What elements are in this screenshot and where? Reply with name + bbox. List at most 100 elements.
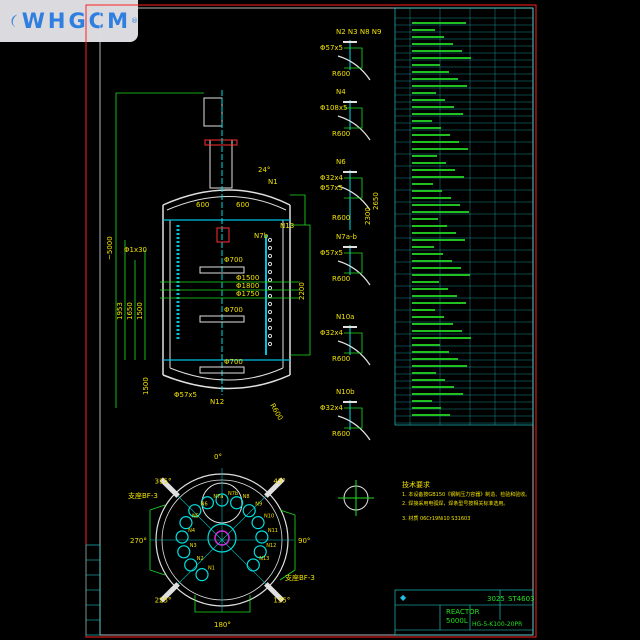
nozzle-label: N9 [255, 502, 262, 508]
dim-label: ~5000 [106, 236, 114, 260]
coil-dot [267, 341, 273, 347]
table-cell-text [412, 204, 460, 206]
detail-pipe2: Φ57x5 [320, 184, 343, 192]
dim-label: 1650 [126, 302, 134, 320]
note-line: 3. 材质 06Cr19Ni10 S31603 [402, 515, 470, 522]
table-cell-text [412, 176, 464, 178]
nozzle-label: N8 [243, 494, 250, 500]
table-cell-text [412, 57, 471, 59]
lug-label: 支座BF-3 [285, 573, 315, 582]
table-cell-text [412, 113, 463, 115]
dim-label: 1500 [142, 377, 150, 395]
dim-label: Φ1500 [236, 274, 259, 282]
drawing-spec: 5000L [446, 617, 468, 625]
coil-dot [267, 269, 273, 275]
table-cell-text [412, 330, 462, 332]
nozzle-label: N3 [190, 543, 197, 549]
dim-label: 600 [196, 201, 209, 209]
table-cell-text [412, 190, 442, 192]
table-cell-text [412, 260, 452, 262]
dim-label: N7b [254, 232, 269, 240]
nozzle-label: N4 [188, 528, 195, 534]
angle-label: 45° [273, 478, 285, 486]
table-cell-text [412, 211, 469, 213]
angle-label: 90° [298, 537, 310, 545]
coil-dot [267, 245, 273, 251]
table-cell-text [412, 309, 435, 311]
brand-name: WHGCM [21, 9, 131, 33]
dim-label: 1500 [136, 302, 144, 320]
nozzle-circle [200, 496, 214, 510]
title-number-a: 3025 [487, 595, 505, 603]
angle-label: 225° [155, 596, 172, 604]
note-line: 2. 焊接采用电弧焊，焊条型号按相关标准选用。 [402, 500, 508, 507]
detail-radius: R600 [332, 214, 350, 222]
table-cell-text [412, 232, 456, 234]
registered-mark: ® [131, 17, 138, 25]
detail-title: N7a-b [336, 233, 358, 241]
title-number-b: ST4603 [508, 595, 535, 603]
table-cell-text [412, 141, 459, 143]
coil-dot [267, 237, 273, 243]
nozzle-details: N2 N3 N8 N9Φ57x5R600N4Φ108x5R600N6Φ32x4R… [320, 28, 381, 441]
coil-dot [267, 253, 273, 259]
table-cell-text [412, 246, 434, 248]
dim-label: Φ1x30 [124, 246, 147, 254]
table-cell-text [412, 351, 449, 353]
dim-label: Φ700 [224, 306, 243, 314]
nozzle-circle [246, 558, 260, 572]
table-cell-text [412, 92, 436, 94]
detail-pipe: Φ108x5 [320, 104, 347, 112]
nozzle-label: N6 [201, 502, 208, 508]
plan-view [149, 468, 296, 613]
detail-radius: R600 [332, 130, 350, 138]
outer-frame [85, 4, 537, 638]
angle-label: 315° [155, 478, 172, 486]
table-cell-text [412, 134, 450, 136]
parts-table [394, 7, 534, 426]
dim-label: N12 [210, 398, 224, 406]
nozzle-circle [253, 545, 267, 559]
table-cell-text [412, 197, 451, 199]
nozzle-label: N11 [268, 528, 278, 534]
table-cell-text [412, 43, 453, 45]
table-cell-text [412, 106, 454, 108]
coil-dot [267, 317, 273, 323]
detail-title: N4 [336, 88, 346, 96]
coil-dot [267, 309, 273, 315]
table-cell-text [412, 64, 440, 66]
coil-dot [267, 277, 273, 283]
table-cell-text [412, 218, 438, 220]
detail-radius: R600 [332, 275, 350, 283]
table-cell-text [412, 225, 447, 227]
dim-label: 1953 [116, 302, 124, 320]
table-cell-text [412, 162, 446, 164]
table-cell-text [412, 71, 449, 73]
table-cell-text [412, 323, 453, 325]
nozzle-label: N5 [192, 514, 199, 520]
table-cell-text [412, 22, 466, 24]
dim-label: Φ700 [224, 256, 243, 264]
table-cell-text [412, 253, 443, 255]
drawing-name: REACTOR [446, 608, 480, 616]
table-cell-text [412, 344, 440, 346]
table-cell-text [412, 274, 470, 276]
table-cell-text [412, 400, 432, 402]
nozzle-circle [175, 530, 189, 544]
title-block [394, 589, 534, 636]
nozzle-label: N10 [264, 514, 274, 520]
angle-label: 270° [130, 537, 147, 545]
detail-radius: R600 [332, 430, 350, 438]
dim-label: N1 [268, 178, 278, 186]
detail-dim: 2650 [372, 192, 380, 210]
nozzle-circle [179, 516, 193, 530]
nozzle-circle [177, 545, 191, 559]
nozzle-label: N12 [266, 543, 276, 549]
table-cell-text [412, 302, 466, 304]
table-cell-text [412, 127, 441, 129]
dim-label: Φ57x5 [174, 391, 197, 399]
table-cell-text [412, 414, 450, 416]
table-cell-text [412, 155, 437, 157]
nozzle-circle [255, 530, 269, 544]
